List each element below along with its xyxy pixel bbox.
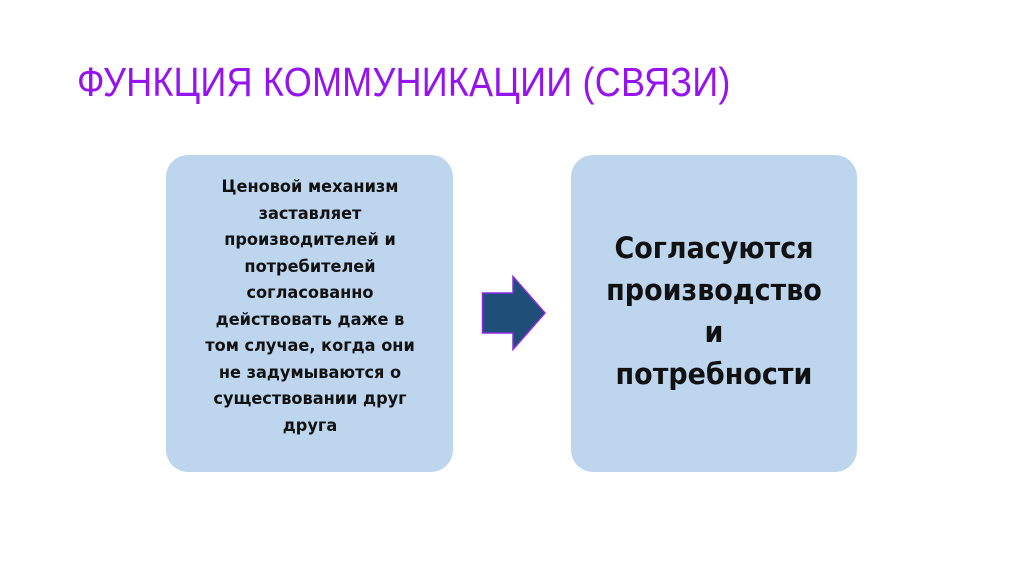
cause-line: согласованно	[245, 283, 374, 303]
cause-line: потребителей	[243, 256, 376, 277]
cause-box: Ценовой механизм заставляет производител…	[166, 155, 453, 472]
slide-title: ФУНКЦИЯ КОММУНИКАЦИИ (СВЯЗИ)	[77, 59, 731, 105]
cause-line: том случае, когда они	[204, 336, 415, 356]
effect-line: и	[704, 314, 724, 349]
effect-line: потребности	[615, 356, 813, 391]
cause-line: не задумываются о	[218, 362, 401, 383]
cause-line: друга	[282, 415, 337, 436]
cause-box-text: Ценовой механизм заставляет производител…	[191, 174, 429, 439]
effect-line: Согласуются	[614, 230, 814, 265]
cause-line: действовать даже в	[215, 309, 404, 330]
cause-line: существовании друг	[212, 389, 407, 409]
cause-line: заставляет	[258, 203, 361, 224]
cause-line: Ценовой механизм	[221, 177, 398, 197]
cause-line: производителей и	[223, 230, 396, 250]
right-arrow-icon	[481, 275, 546, 351]
effect-box: Согласуются производство и потребности	[571, 155, 857, 472]
effect-box-text: Согласуются производство и потребности	[588, 227, 839, 395]
effect-line: производство	[606, 272, 822, 307]
